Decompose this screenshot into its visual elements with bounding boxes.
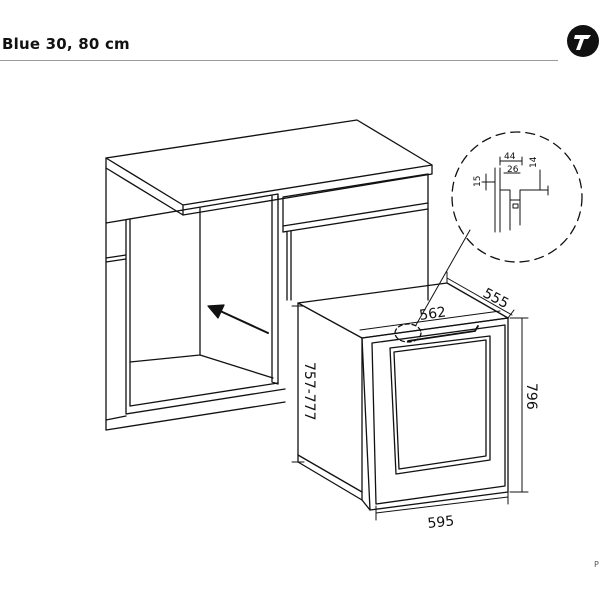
detail-callout: 44 14 15 26 <box>451 131 583 263</box>
dimension-lines <box>291 271 529 521</box>
drawer-bottom <box>282 208 429 233</box>
plinth-top <box>125 388 286 415</box>
footer-mark: P <box>594 560 599 569</box>
detail-circle <box>451 131 583 263</box>
insert-arrow-icon <box>207 304 269 334</box>
detail-marker <box>394 323 422 343</box>
plinth-bottom <box>105 401 286 431</box>
niche-right-wall <box>271 195 279 385</box>
cooler-glass <box>389 335 491 475</box>
dim-562-label: 562 <box>418 304 447 324</box>
cooler-handle <box>407 325 479 342</box>
kitchen-cabinet <box>105 119 433 431</box>
left-rail <box>105 193 279 224</box>
detail-15-label: 15 <box>473 176 483 187</box>
countertop-top <box>105 119 433 206</box>
dim-796-label: 796 <box>523 383 539 410</box>
cooler-door <box>371 324 506 505</box>
dim-555-label: 555 <box>480 285 511 312</box>
detail-44-label: 44 <box>504 152 516 162</box>
cooler-plinth <box>297 454 363 493</box>
header-divider <box>0 60 558 61</box>
dim-595-label: 595 <box>427 513 455 532</box>
page-header: Blue 30, 80 cm <box>0 0 600 62</box>
page-title: Blue 30, 80 cm <box>2 35 130 53</box>
niche-back <box>129 207 201 363</box>
wine-cooler <box>297 229 509 511</box>
brand-logo-icon <box>567 25 599 57</box>
countertop-front <box>105 157 433 216</box>
detail-leader <box>415 229 471 326</box>
cooler-glass-inner <box>393 339 487 470</box>
dim-562-line <box>359 310 501 331</box>
drawer-front <box>282 173 429 227</box>
detail-14-label: 14 <box>529 156 539 168</box>
left-door-top <box>105 254 127 259</box>
dim-555-line <box>446 277 513 316</box>
cooler-foot <box>361 499 371 511</box>
detail-26-label: 26 <box>507 165 519 175</box>
dim-595-line <box>375 496 509 514</box>
left-door-line <box>105 258 127 263</box>
plinth-left <box>105 415 127 421</box>
niche-floor-right <box>199 354 274 379</box>
dim-757-777-label: 757-777 <box>301 362 317 421</box>
niche-shelf <box>129 382 279 407</box>
